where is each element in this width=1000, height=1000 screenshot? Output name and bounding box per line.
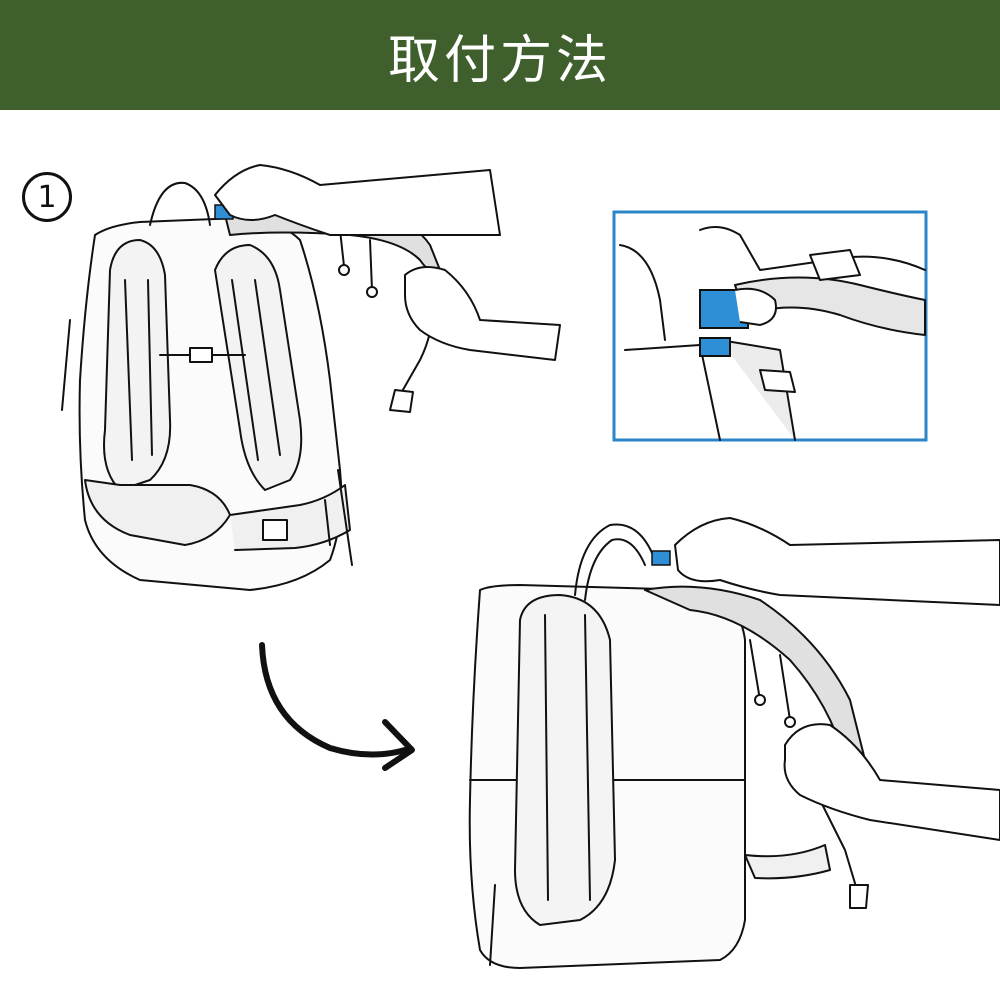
header-bar: 取付方法 [0, 0, 1000, 110]
buckle-detail-inset [612, 210, 928, 442]
hand-icon [674, 517, 1000, 841]
page-title: 取付方法 [387, 30, 612, 91]
step-number-badge: 1 [22, 172, 72, 222]
step-number: 1 [37, 179, 57, 215]
hand-icon [214, 164, 561, 361]
curved-arrow-icon [259, 642, 408, 758]
hiking-backpack-illustration [61, 181, 441, 591]
buckle-icon [651, 550, 671, 566]
